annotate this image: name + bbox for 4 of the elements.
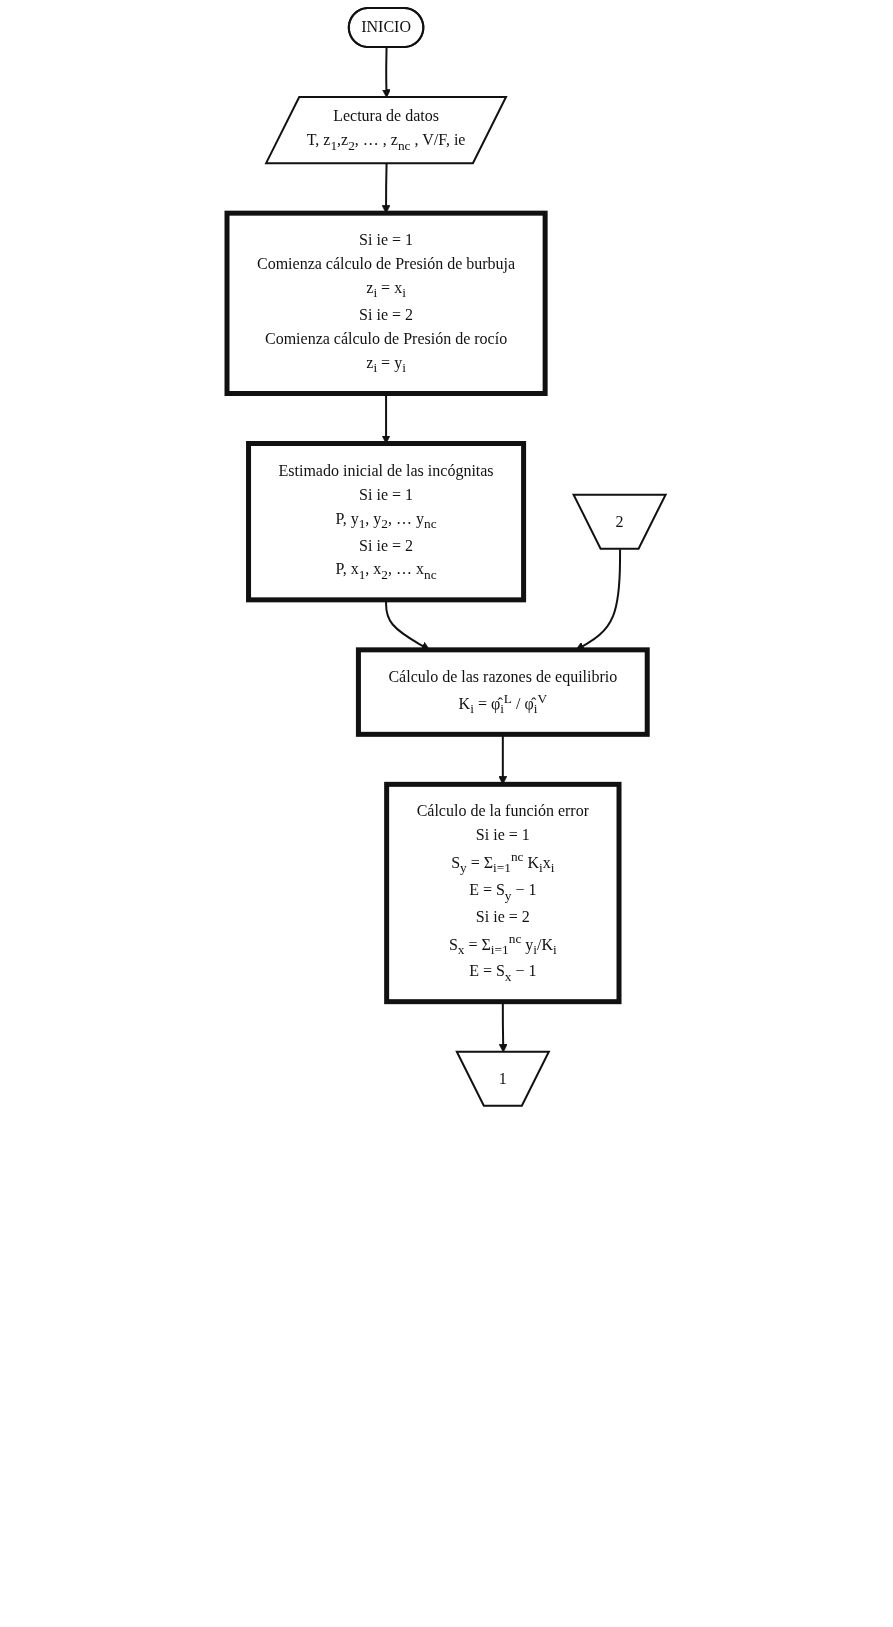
node-box: Estimado inicial de las incógnitas Si ie = 1 P, y$_{1}$, y$_{2}$, … y$_{nc}$ Si ie = 2 P, x$_{1}$, x$_{2}$, … x$_{nc}$ xyxy=(246,441,527,603)
arrow xyxy=(382,46,391,98)
node-box: Cálculo de la función error Si ie = 1 S$_{y}$ = Σ$_{i=1}$$^{nc}$ K$_{i}$x$_{i}$ E = S$_{y}$ − 1 Si ie = 2 S$_{x}$ = Σ$_{i=1}$$^{nc}$ y$_{i}$/K$_{i}$ E = S$_{x}$ − 1 xyxy=(384,781,622,1005)
node-box: Si ie = 1 Comienza cálculo de Presión de burbuja z$_{i}$ = x$_{i}$ Si ie = 2 Comienza cálculo de Presión de rocío z$_{i}$ = y$_{i}$ xyxy=(224,210,548,396)
